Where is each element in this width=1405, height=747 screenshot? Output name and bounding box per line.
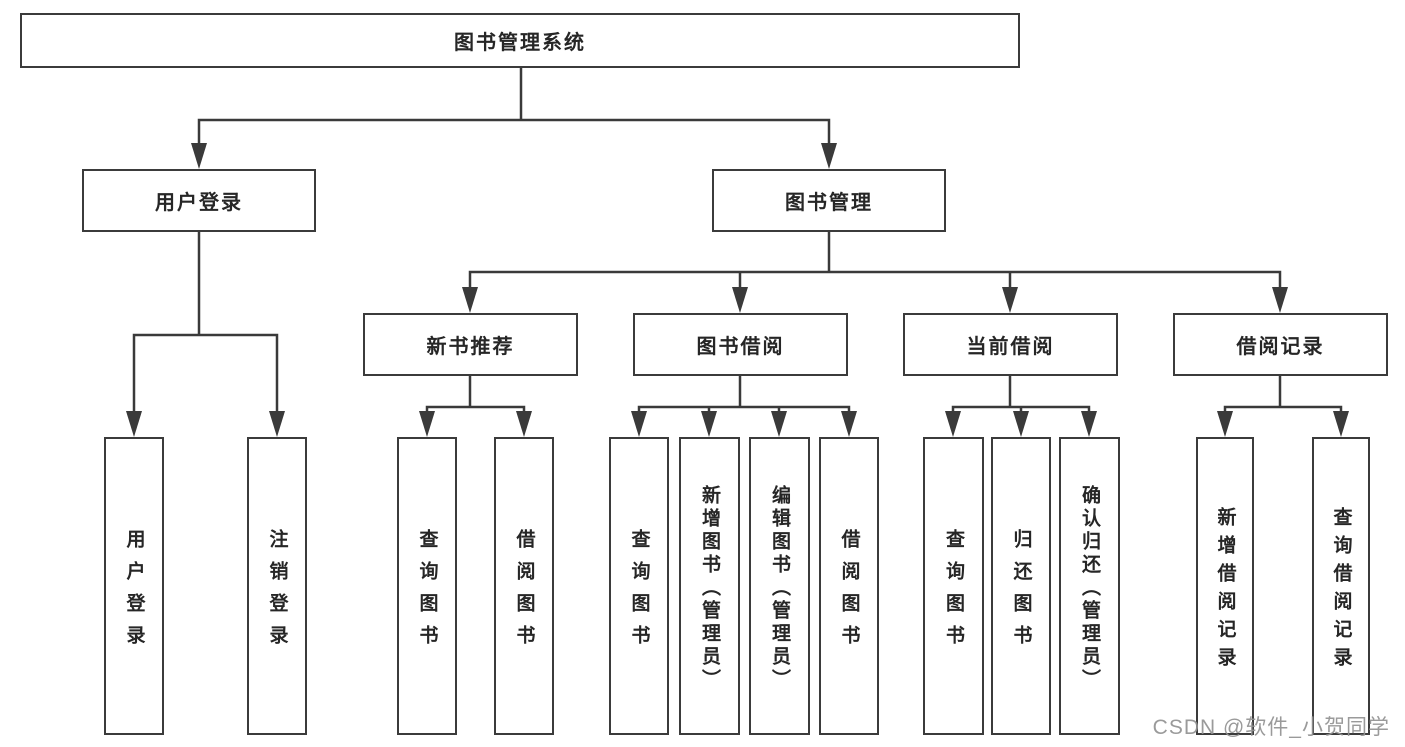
leaf-query-borrow-record: 查询借阅记录 bbox=[1312, 437, 1370, 735]
node-book-management: 图书管理 bbox=[712, 169, 946, 232]
leaf-label: 新增借阅记录 bbox=[1214, 506, 1236, 675]
node-borrow-records: 借阅记录 bbox=[1173, 313, 1388, 376]
node-system-root: 图书管理系统 bbox=[20, 13, 1020, 68]
leaf-label: 查询图书 bbox=[943, 528, 964, 657]
node-user-login: 用户登录 bbox=[82, 169, 316, 232]
csdn-watermark: CSDN @软件_小贺同学 bbox=[1152, 716, 1390, 739]
leaf-label: 查询借阅记录 bbox=[1330, 506, 1352, 675]
leaf-query-books-recommend: 查询图书 bbox=[397, 437, 457, 735]
leaf-logout: 注销登录 bbox=[247, 437, 307, 735]
leaf-query-books-borrow: 查询图书 bbox=[609, 437, 669, 735]
leaf-return-book: 归还图书 bbox=[991, 437, 1051, 735]
node-current-borrow: 当前借阅 bbox=[903, 313, 1118, 376]
node-book-borrow: 图书借阅 bbox=[633, 313, 848, 376]
leaf-confirm-return-admin: 确认归还（管理员） bbox=[1059, 437, 1120, 735]
leaf-add-borrow-record: 新增借阅记录 bbox=[1196, 437, 1254, 735]
leaf-borrow-books-recommend: 借阅图书 bbox=[494, 437, 554, 735]
leaf-label: 新增图书（管理员） bbox=[699, 484, 720, 692]
leaf-label: 用户登录 bbox=[123, 528, 145, 657]
leaf-label: 确认归还（管理员） bbox=[1079, 484, 1100, 692]
leaf-label: 借阅图书 bbox=[838, 528, 860, 657]
leaf-add-book-admin: 新增图书（管理员） bbox=[679, 437, 740, 735]
arrowheads bbox=[126, 143, 1349, 437]
leaf-label: 借阅图书 bbox=[513, 528, 535, 657]
leaf-user-login: 用户登录 bbox=[104, 437, 164, 735]
leaf-label: 查询图书 bbox=[416, 528, 438, 657]
leaf-label: 查询图书 bbox=[628, 528, 650, 657]
leaf-borrow-books: 借阅图书 bbox=[819, 437, 879, 735]
node-new-book-recommend: 新书推荐 bbox=[363, 313, 578, 376]
leaf-label: 注销登录 bbox=[266, 528, 288, 657]
leaf-label: 编辑图书（管理员） bbox=[769, 484, 790, 692]
leaf-query-books-current: 查询图书 bbox=[923, 437, 984, 735]
leaf-label: 归还图书 bbox=[1010, 528, 1032, 657]
leaf-edit-book-admin: 编辑图书（管理员） bbox=[749, 437, 810, 735]
